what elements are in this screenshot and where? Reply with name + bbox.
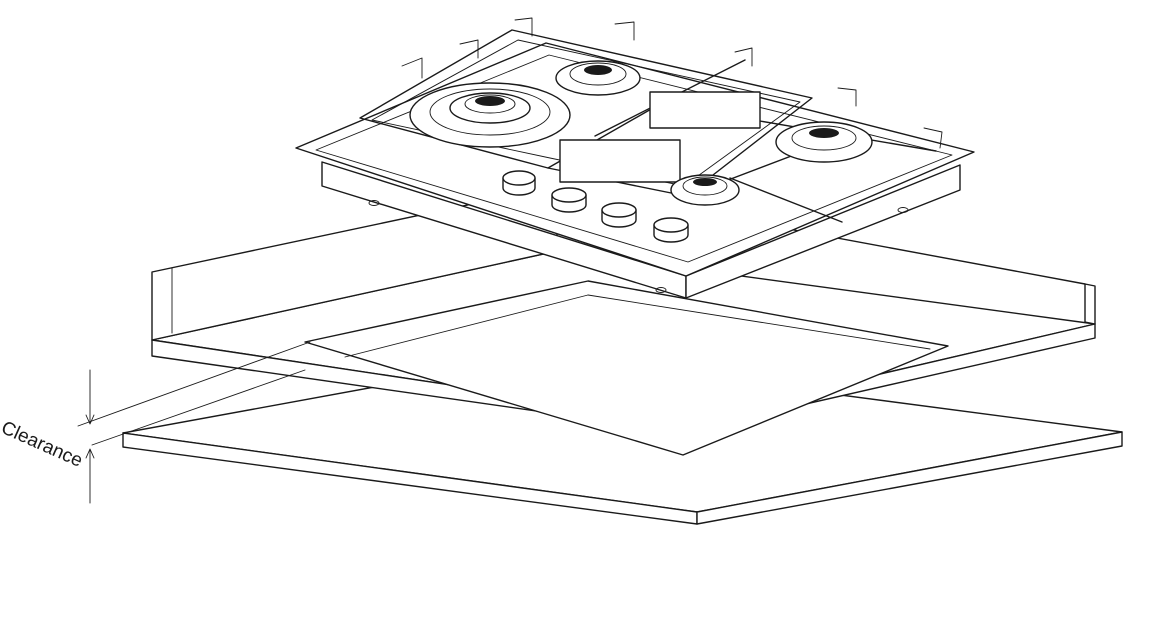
pan-supports [359, 17, 943, 223]
control-knob-3 [601, 202, 637, 228]
control-knob-4 [653, 217, 689, 243]
burner-right [775, 121, 873, 163]
control-knobs [502, 170, 689, 243]
extension-line-bottom [91, 369, 306, 446]
burner-rear [555, 60, 641, 96]
arrow-down-icon [85, 369, 95, 425]
burner-front [670, 174, 740, 206]
control-knob-1 [502, 170, 536, 196]
extension-line-top [77, 341, 311, 427]
arrow-up-icon [85, 448, 95, 504]
clearance-label: Clearance [0, 417, 86, 471]
control-knob-2 [551, 187, 587, 213]
burner-wok [409, 82, 571, 148]
gas-hob [295, 17, 975, 299]
